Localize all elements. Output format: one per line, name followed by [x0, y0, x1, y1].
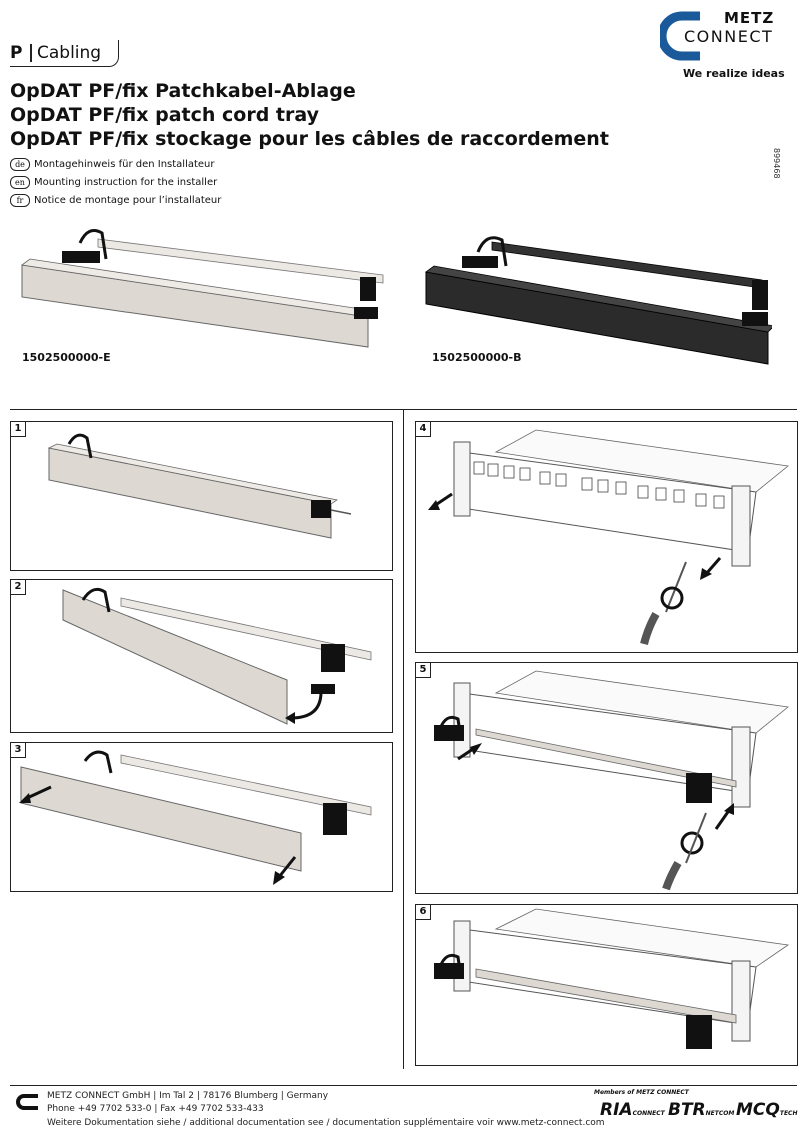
- section-separator: [30, 44, 32, 62]
- step-6-illustration: [434, 908, 790, 1049]
- step-panel-4: 4: [415, 421, 798, 653]
- step-number: 1: [11, 422, 26, 437]
- cert-sub: NETCOM: [705, 1110, 735, 1117]
- cert-mcq: MCQTECH: [736, 1100, 797, 1120]
- instruction-text: Mounting instruction for the installer: [34, 177, 218, 188]
- lang-badge: fr: [10, 194, 30, 207]
- rotate-arrow-icon: [660, 586, 684, 610]
- step-number: 6: [416, 905, 431, 920]
- product-number-black: 1502500000-B: [432, 351, 522, 364]
- cert-main: RIA: [600, 1100, 633, 1120]
- step-panel-3: 3: [10, 742, 393, 892]
- logo-line2: CONNECT: [684, 27, 774, 46]
- arrow-down-icon: [277, 856, 297, 878]
- footer-address: METZ CONNECT GmbH | Im Tal 2 | 78176 Blu…: [47, 1091, 329, 1101]
- cert-main: BTR: [668, 1100, 706, 1120]
- arrow-down-icon: [704, 557, 722, 575]
- step-panel-6: 6: [415, 904, 798, 1066]
- step-2-illustration: [62, 587, 372, 725]
- section-name: Cabling: [37, 43, 102, 63]
- rotate-arrow-icon: [680, 831, 704, 855]
- lang-badge: de: [10, 158, 30, 171]
- product-tray-black-image: [425, 236, 772, 365]
- footer-divider: [10, 1085, 797, 1086]
- instruction-de: de Montagehinweis für den Installateur: [10, 158, 215, 171]
- cert-sub: TECH: [779, 1110, 798, 1117]
- cert-ria: RIACONNECT: [600, 1100, 665, 1120]
- instruction-text: Notice de montage pour l’installateur: [34, 195, 222, 206]
- title-fr: OpDAT PF/fix stockage pour les câbles de…: [10, 128, 609, 150]
- step-1-illustration: [47, 433, 352, 539]
- step-panel-5: 5: [415, 662, 798, 894]
- product-number-light: 1502500000-E: [22, 351, 111, 364]
- title-de: OpDAT PF/fix Patchkabel-Ablage: [10, 80, 356, 102]
- title-en: OpDAT PF/fix patch cord tray: [10, 104, 320, 126]
- metz-logo-icon: [660, 11, 700, 61]
- document-number: 899468: [772, 148, 781, 179]
- members-label: Members of METZ CONNECT: [594, 1089, 689, 1096]
- section-letter: P: [10, 43, 23, 63]
- footer-documentation: Weitere Dokumentation siehe / additional…: [47, 1118, 605, 1128]
- instruction-fr: fr Notice de montage pour l’installateur: [10, 194, 221, 207]
- step-panel-2: 2: [10, 579, 393, 733]
- logo-tagline: We realize ideas: [683, 67, 785, 80]
- step-number: 3: [11, 743, 26, 758]
- step-3-illustration: [19, 750, 372, 885]
- step-number: 5: [416, 663, 431, 678]
- metz-footer-logo-icon: [16, 1094, 38, 1110]
- section-tab: P Cabling: [10, 40, 119, 67]
- logo-line1: METZ: [724, 9, 775, 27]
- cert-btr: BTRNETCOM: [668, 1100, 734, 1120]
- lang-badge: en: [10, 176, 30, 189]
- rotate-arrow-icon: [290, 691, 323, 720]
- step-number: 4: [416, 422, 431, 437]
- cert-sub: CONNECT: [632, 1110, 665, 1117]
- step-5-illustration: [434, 670, 789, 891]
- cert-main: MCQ: [736, 1100, 780, 1120]
- step-panel-1: 1: [10, 421, 393, 571]
- instruction-text: Montagehinweis für den Installateur: [34, 159, 215, 170]
- step-number: 2: [11, 580, 26, 595]
- instruction-en: en Mounting instruction for the installe…: [10, 176, 217, 189]
- product-tray-light-image: [20, 229, 384, 348]
- step-4-illustration: [428, 429, 789, 646]
- column-divider: [403, 409, 404, 1069]
- footer-phone: Phone +49 7702 533-0 | Fax +49 7702 533-…: [47, 1104, 264, 1114]
